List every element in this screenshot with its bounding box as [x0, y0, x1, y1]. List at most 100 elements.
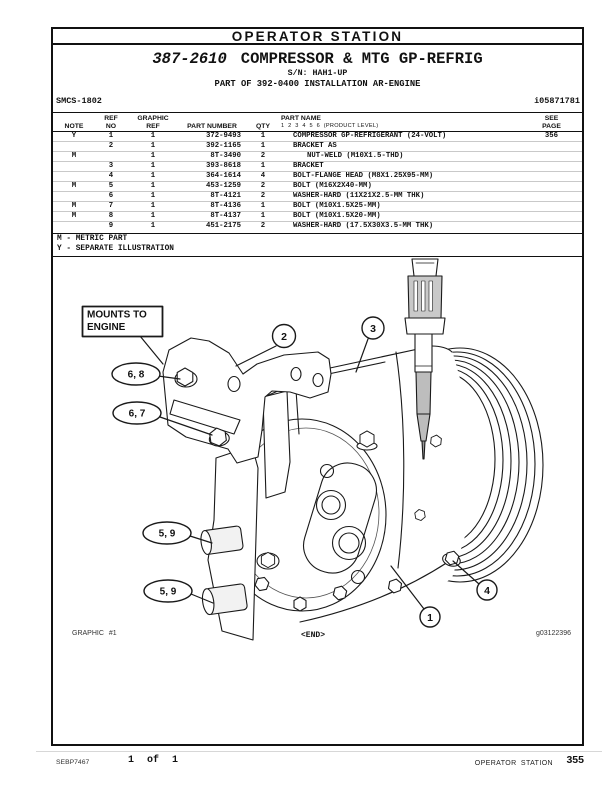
page-title: OPERATOR STATION: [53, 29, 582, 45]
cell-part-name: BOLT (M10X1.5X25-MM): [281, 201, 521, 212]
cell-ref-no: 5: [95, 181, 127, 192]
cell-part-number: 451-2175: [205, 222, 241, 231]
svg-text:5, 9: 5, 9: [160, 587, 177, 598]
group-name: COMPRESSOR & MTG GP-REFRIG: [240, 50, 483, 68]
callouts: 2 3 1 4 6, 8: [111, 316, 498, 628]
cell-note: M: [53, 181, 95, 192]
svg-text:5, 9: 5, 9: [159, 529, 176, 540]
callout-3: 3: [361, 316, 385, 340]
cell-see-page: [521, 201, 582, 212]
bolt-6-8: [174, 367, 198, 388]
cell-ref-no: 8: [95, 211, 127, 222]
cell-ref-no: 2: [95, 141, 127, 152]
cell-qty: 1: [245, 161, 281, 172]
cell-graphic-ref: 1: [127, 151, 179, 162]
svg-text:6, 8: 6, 8: [128, 370, 145, 381]
svg-text:3: 3: [370, 323, 376, 335]
cell-note: Y: [53, 131, 95, 142]
cell-qty: 2: [260, 222, 266, 231]
cell-ref-no: 9: [108, 222, 114, 231]
cell-part-name: BRACKET AS: [281, 141, 521, 152]
table-row: 9 1 451-2175 2 WASHER-HARD (17.5X30X3.5-MM T…: [53, 222, 582, 232]
footer-doc-code: SEBP7467: [56, 759, 90, 766]
end-marker: <END>: [300, 631, 325, 640]
svg-text:MOUNTS TO: MOUNTS TO: [87, 310, 147, 321]
cell-graphic-ref: 1: [127, 191, 179, 202]
cell-part-number: 8T-4137: [179, 211, 245, 222]
cell-graphic-ref: 1: [127, 171, 179, 182]
cell-part-name: WASHER-HARD (17.5X30X3.5-MM THK): [293, 222, 434, 231]
cell-see-page: [521, 161, 582, 172]
callout-6-8: 6, 8: [111, 362, 161, 386]
footer-page-number: 355: [566, 754, 584, 766]
svg-text:ENGINE: ENGINE: [87, 322, 126, 333]
callout-6-7: 6, 7: [112, 401, 162, 425]
serial-number: S/N: HAH1-UP: [287, 69, 348, 78]
cell-note: M: [53, 211, 95, 222]
cell-part-number: 8T-3490: [179, 151, 245, 162]
cell-part-name: WASHER-HARD (11X21X2.5-MM THK): [281, 191, 521, 202]
cell-graphic-ref: 1: [150, 222, 156, 231]
cell-graphic-ref: 1: [127, 181, 179, 192]
cell-ref-no: [95, 151, 127, 162]
cell-part-number: 453-1259: [179, 181, 245, 192]
footer-section: OPERATOR STATION: [474, 760, 553, 767]
cell-see-page: [521, 141, 582, 152]
cell-graphic-ref: 1: [127, 131, 179, 142]
cell-part-name: NUT-WELD (M10X1.5-THD): [281, 151, 521, 162]
cell-see-page: [521, 222, 582, 232]
svg-text:6, 7: 6, 7: [129, 409, 146, 420]
cell-part-number: 393-8618: [179, 161, 245, 172]
product-level-label: 1 2 3 4 5 6 (PRODUCT LEVEL): [281, 122, 379, 129]
cell-graphic-ref: 1: [127, 141, 179, 152]
cell-part-number: 364-1614: [179, 171, 245, 182]
cell-note: M: [53, 151, 95, 162]
cell-part-number: 8T-4136: [179, 201, 245, 212]
cell-qty: 4: [245, 171, 281, 182]
svg-text:4: 4: [484, 585, 490, 597]
cell-graphic-ref: 1: [127, 211, 179, 222]
cell-qty: 1: [245, 131, 281, 142]
cell-qty: 2: [245, 181, 281, 192]
cell-see-page: [521, 211, 582, 222]
group-part-number: 387-2610: [152, 50, 227, 68]
cell-part-name: BOLT-FLANGE HEAD (M8X1.25X95-MM): [281, 171, 521, 182]
cell-qty: 2: [245, 151, 281, 162]
meta-row: SMCS-1802 i05871781: [56, 96, 580, 106]
graphic-id: g03122396: [535, 630, 571, 637]
cell-part-name: COMPRESSOR GP-REFRIGERANT (24-VOLT): [281, 131, 521, 142]
cell-part-name: BRACKET: [281, 161, 521, 172]
cell-part-name: BOLT (M10X1.5X20-MM): [281, 211, 521, 222]
graphic-caption: GRAPHIC #1: [72, 630, 117, 637]
svg-text:1: 1: [427, 612, 433, 624]
port-boss-plate: [303, 462, 377, 585]
leader-lines: [139, 335, 480, 610]
header-part-number: PART NUMBER: [179, 112, 245, 132]
header-note: NOTE: [53, 112, 95, 132]
front-bracket: [200, 445, 259, 641]
group-title-line: 387-2610 COMPRESSOR & MTG GP-REFRIG: [53, 50, 582, 68]
electrical-connector: [404, 258, 446, 460]
cell-qty: 1: [245, 141, 281, 152]
cell-note: [53, 141, 95, 152]
cell-part-number: 372-9493: [179, 131, 245, 142]
cell-qty: 2: [245, 191, 281, 202]
cell-part-number: 8T-4121: [179, 191, 245, 202]
svg-text:2: 2: [281, 331, 287, 343]
cell-see-page: [521, 151, 582, 162]
cell-graphic-ref: 1: [127, 161, 179, 172]
cell-note: M: [53, 201, 95, 212]
